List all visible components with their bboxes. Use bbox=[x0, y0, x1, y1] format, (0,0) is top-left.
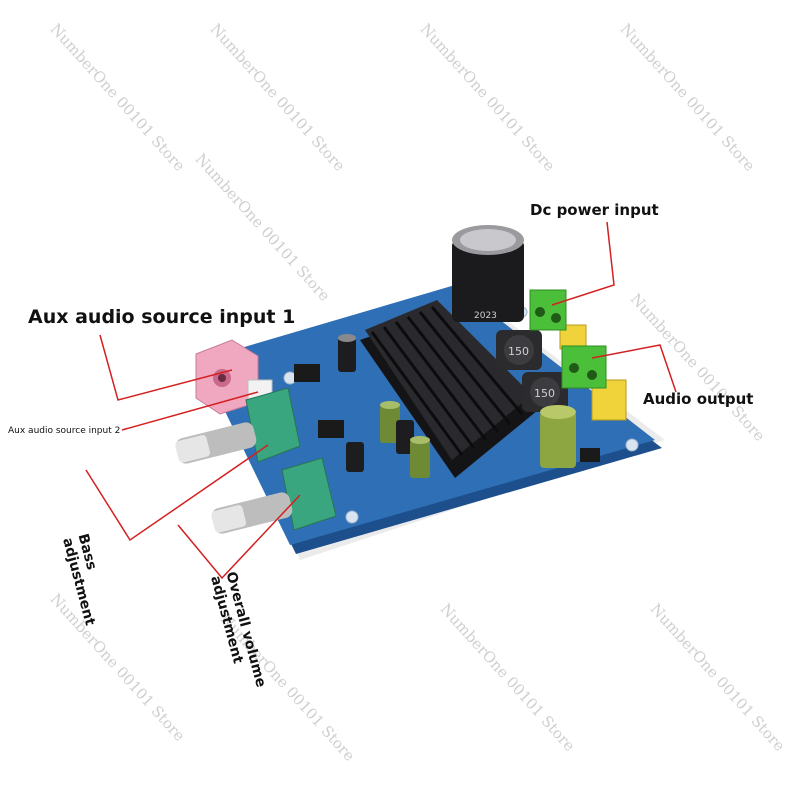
bass-pointer-line bbox=[85, 444, 269, 542]
dc-power-terminal bbox=[529, 289, 567, 331]
bass-potentiometer bbox=[175, 387, 301, 464]
dc-power-input-label: Dc power input bbox=[530, 201, 659, 219]
inductor-marking: 150 bbox=[534, 387, 555, 400]
output-pointer-line bbox=[591, 344, 677, 393]
ic-chip bbox=[318, 420, 344, 438]
audio-output-terminal bbox=[561, 345, 607, 389]
mount-hole bbox=[625, 438, 639, 452]
ic-chip bbox=[580, 448, 600, 462]
small-capacitors bbox=[338, 334, 430, 478]
capacitor-marking: 2023 bbox=[474, 311, 497, 321]
aux-input-2-label: Aux audio source input 2 bbox=[8, 426, 121, 436]
inductor-marking: 150 bbox=[508, 345, 529, 358]
heatsink bbox=[360, 300, 538, 478]
inductor-2: 150 bbox=[522, 372, 568, 412]
inductor-1: 150 bbox=[496, 330, 542, 370]
aux-input-1-label: Aux audio source input 1 bbox=[28, 306, 296, 328]
green-capacitor bbox=[540, 405, 576, 468]
aux1-pointer-line bbox=[99, 334, 233, 401]
volume-potentiometer bbox=[211, 457, 337, 534]
audio-output-label: Audio output bbox=[643, 390, 754, 408]
ic-chip bbox=[294, 364, 320, 382]
volume-pointer-line bbox=[177, 494, 301, 580]
main-capacitor: 2023 bbox=[452, 225, 524, 322]
mount-hole bbox=[345, 510, 359, 524]
dc-pointer-line bbox=[551, 221, 615, 306]
aux2-pointer-line bbox=[121, 391, 259, 431]
annotation-lines bbox=[85, 221, 677, 580]
